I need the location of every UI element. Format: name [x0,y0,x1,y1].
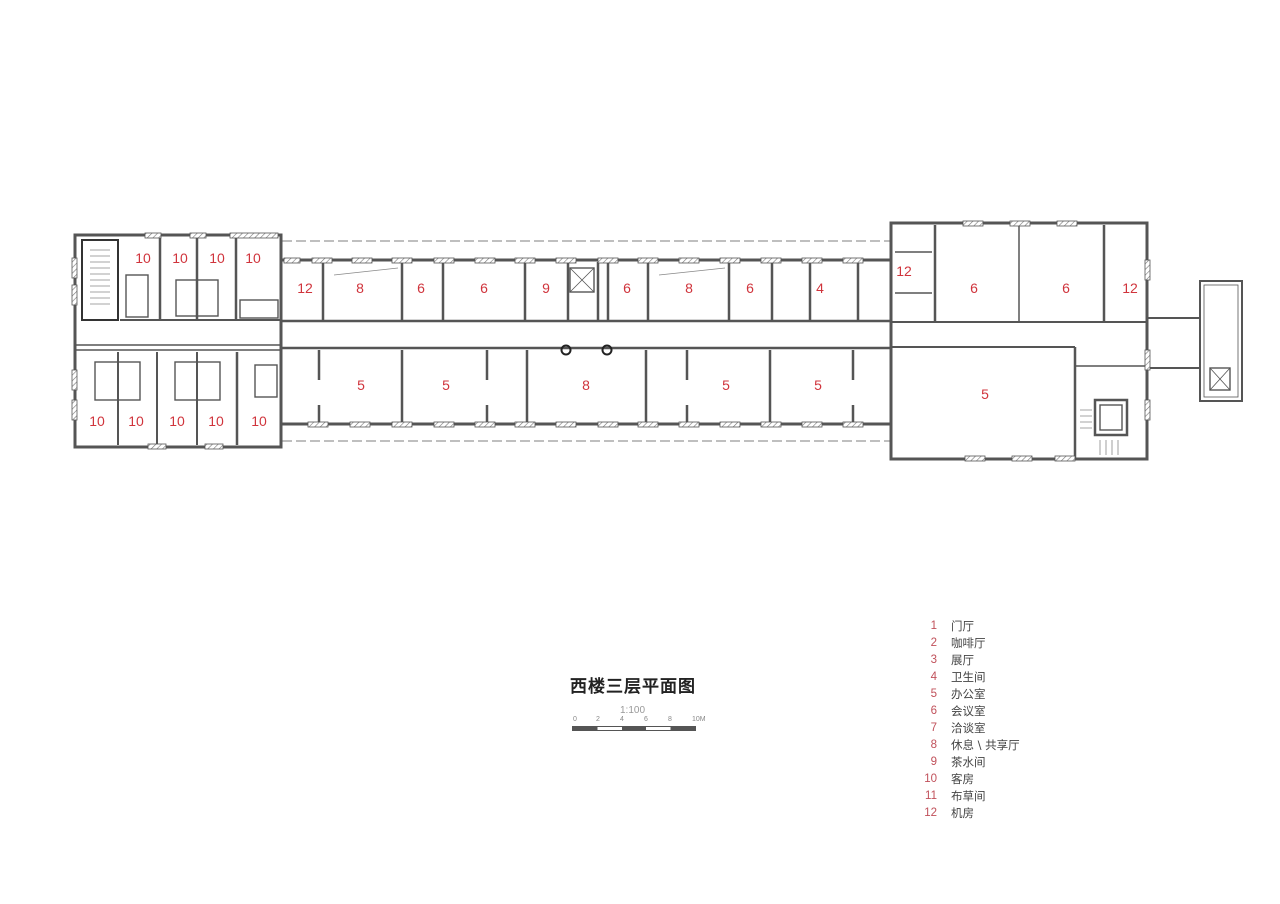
room-number-label: 5 [981,386,989,402]
room-number-label: 8 [685,280,693,296]
room-number-label: 5 [814,377,822,393]
room-number-label: 6 [1062,280,1070,296]
drawing-title: 西楼三层平面图 [570,677,696,697]
scale-tick: 6 [644,716,648,723]
room-number-label: 9 [542,280,550,296]
room-number-label: 6 [417,280,425,296]
room-number-label: 10 [89,413,105,429]
room-number-label: 5 [442,377,450,393]
scale-tick: 2 [596,716,600,723]
room-number-label: 5 [357,377,365,393]
room-number-label: 10 [135,250,151,266]
room-number-label: 8 [582,377,590,393]
scale-tick: 4 [620,716,624,723]
room-number-label: 6 [746,280,754,296]
room-number-label: 6 [970,280,978,296]
scale-tick: 10M [692,716,706,723]
room-number-label: 12 [297,280,313,296]
room-number-label: 5 [722,377,730,393]
room-number-label: 12 [1122,280,1138,296]
room-number-label: 10 [169,413,185,429]
room-number-label: 10 [128,413,144,429]
room-number-label: 10 [172,250,188,266]
room-number-label: 10 [245,250,261,266]
room-number-label: 4 [816,280,824,296]
scale-tick: 8 [668,716,672,723]
room-number-label: 10 [209,250,225,266]
scale-tick: 0 [573,716,577,723]
room-number-label: 10 [208,413,224,429]
scale-ratio: 1:100 [620,705,646,716]
room-number-label: 6 [480,280,488,296]
room-number-label: 12 [896,263,912,279]
room-number-label: 10 [251,413,267,429]
room-number-label: 6 [623,280,631,296]
room-number-label: 8 [356,280,364,296]
